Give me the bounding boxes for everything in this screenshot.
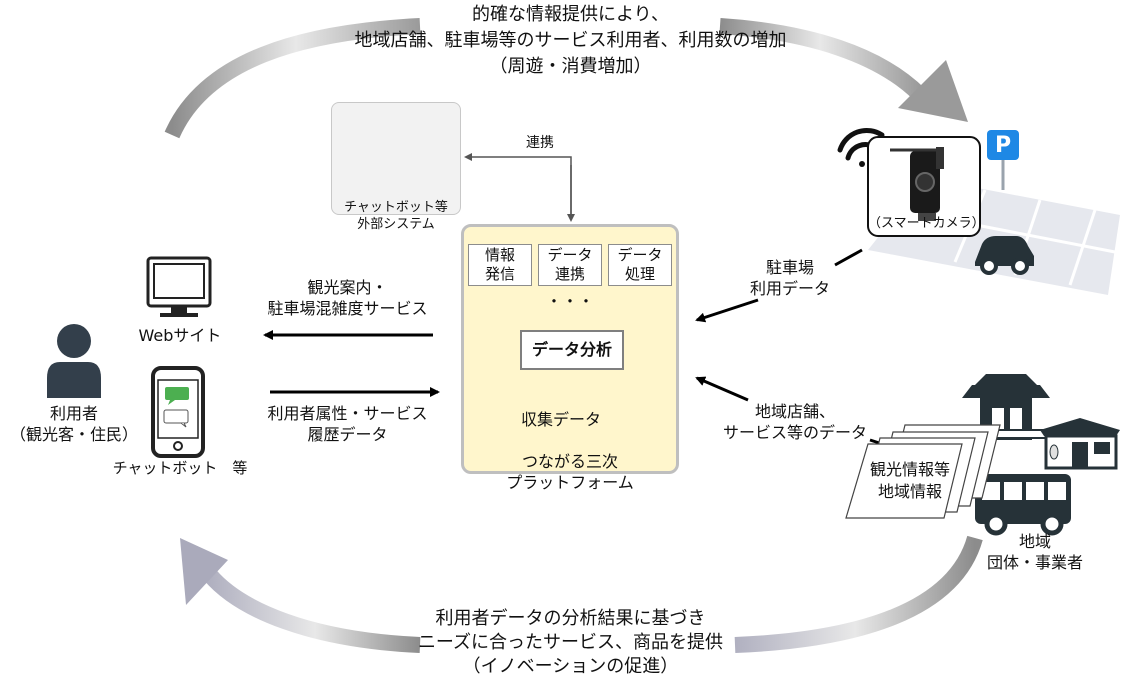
camera-label: （スマートカメラ） xyxy=(868,216,985,231)
region-data-line1: 地域店舗、 xyxy=(754,402,835,421)
monitor-icon xyxy=(146,256,212,317)
smart-camera-icon xyxy=(867,136,981,237)
region-doc-line1: 観光情報等 xyxy=(869,460,950,479)
external-system-line1: チャットボット等 xyxy=(344,200,448,215)
bottom-flow-line3: （イノベーションの促進） xyxy=(462,656,679,677)
function-data-processing-line2: 処理 xyxy=(624,265,655,283)
collected-data-label: 収集データ xyxy=(520,410,601,429)
service-label-line1: 観光案内・ xyxy=(307,278,388,297)
bottom-flow-line1: 利用者データの分析結果に基づき xyxy=(435,608,706,629)
region-documents xyxy=(845,424,1001,519)
region-org-line1: 地域 xyxy=(1018,532,1051,551)
data-analysis-box: データ分析 xyxy=(520,330,624,370)
function-data-processing: データ 処理 xyxy=(608,244,672,286)
parking-sign-label: P xyxy=(994,133,1012,158)
user-person-icon xyxy=(47,324,101,398)
chatbot-label: チャットボット 等 xyxy=(112,459,248,477)
link-arrows xyxy=(464,153,575,222)
external-system-line2: 外部システム xyxy=(357,217,435,232)
service-label-line2: 駐車場混雑度サービス xyxy=(267,299,428,318)
function-info-delivery: 情報 発信 xyxy=(468,244,532,286)
user-label-line2: （観光客・住民） xyxy=(9,425,138,444)
smartphone-icon xyxy=(151,366,205,458)
parking-data-line1: 駐車場 xyxy=(765,258,814,277)
parking-data-connector xyxy=(834,248,863,267)
link-label: 連携 xyxy=(526,135,554,151)
region-doc-line2: 地域情報 xyxy=(877,482,942,501)
parking-data-arrow xyxy=(695,298,759,323)
region-org-line2: 団体・事業者 xyxy=(986,553,1083,572)
website-label: Webサイト xyxy=(138,326,222,345)
top-flow-line1: 的確な情報提供により、 xyxy=(472,4,669,25)
bottom-flow-arrow xyxy=(180,535,983,653)
platform-name-line1: つながる三次 xyxy=(521,452,618,471)
top-flow-line3: （周遊・消費増加） xyxy=(489,56,652,77)
function-info-delivery-line1: 情報 xyxy=(484,246,515,264)
function-data-processing-line1: データ xyxy=(617,246,663,264)
user-label-line1: 利用者 xyxy=(49,404,98,423)
region-data-arrow xyxy=(695,376,749,402)
function-info-delivery-line2: 発信 xyxy=(484,265,515,283)
platform-ellipsis: ・・・ xyxy=(545,292,594,311)
bus-icon xyxy=(975,474,1071,536)
region-data-line2: サービス等のデータ xyxy=(722,423,867,442)
external-system-box xyxy=(331,102,461,215)
user-data-label-line2: 履歴データ xyxy=(307,425,388,444)
function-data-link: データ 連携 xyxy=(538,244,602,286)
top-flow-line2: 地域店舗、駐車場等のサービス利用者、利用数の増加 xyxy=(354,30,787,51)
shop-icon xyxy=(1040,418,1120,470)
platform-name-line2: プラットフォーム xyxy=(506,473,634,492)
function-data-link-line2: 連携 xyxy=(554,265,585,283)
function-data-link-line1: データ xyxy=(547,246,593,264)
user-data-label-line1: 利用者属性・サービス xyxy=(267,404,428,423)
bottom-flow-line2: ニーズに合ったサービス、商品を提供 xyxy=(417,632,724,653)
top-flow-arrow xyxy=(164,18,968,139)
parking-data-line2: 利用データ xyxy=(749,279,830,298)
